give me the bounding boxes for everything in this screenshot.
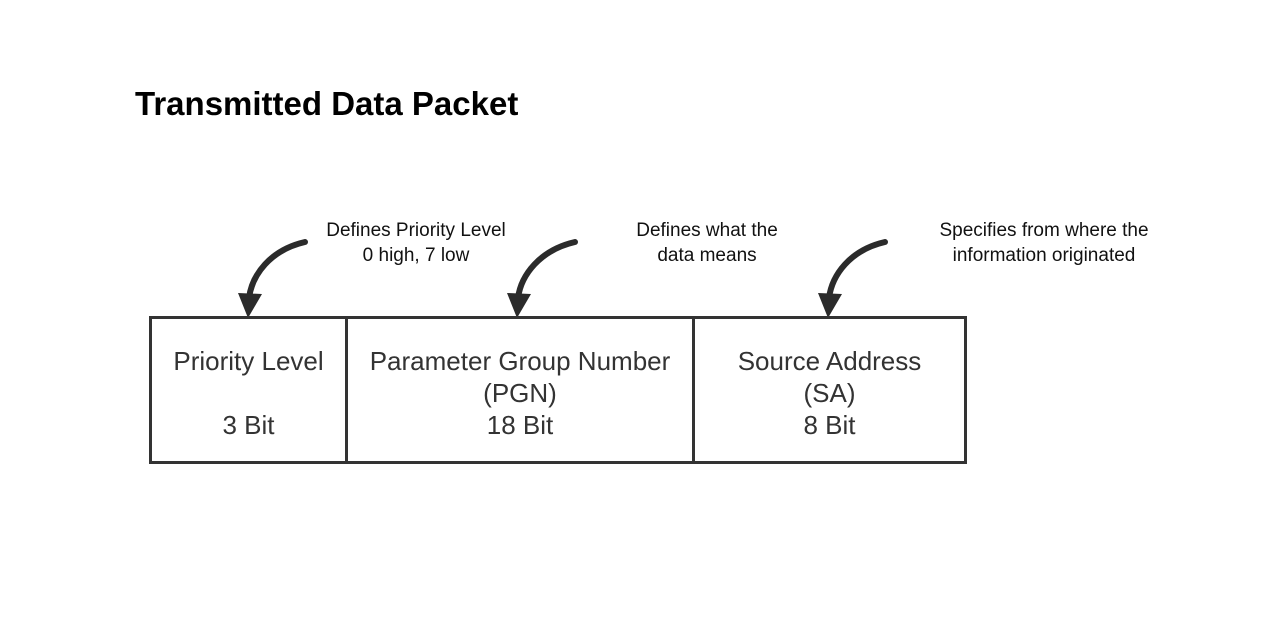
field-pgn-name: Parameter Group Number xyxy=(369,346,671,376)
arrow-sa-head xyxy=(818,293,842,318)
field-pgn-abbr: (PGN) xyxy=(483,378,557,408)
annotation-priority: Defines Priority Level 0 high, 7 low xyxy=(300,218,532,268)
field-sa-bits: 8 Bit xyxy=(803,410,856,440)
field-priority-name: Priority Level xyxy=(173,346,324,376)
field-priority-bits: 3 Bit xyxy=(222,410,275,440)
annotation-pgn: Defines what the data means xyxy=(605,218,809,268)
arrow-priority-head xyxy=(238,293,262,318)
field-sa-name: Source Address xyxy=(737,346,922,376)
annotation-priority-line1: Defines Priority Level xyxy=(326,220,506,241)
annotation-priority-line2: 0 high, 7 low xyxy=(362,245,470,266)
arrow-priority xyxy=(238,239,308,318)
field-sa-abbr: (SA) xyxy=(803,378,856,408)
annotation-pgn-line2: data means xyxy=(657,245,757,266)
arrow-priority-curve xyxy=(246,239,308,301)
arrow-sa xyxy=(818,239,888,318)
annotation-sa-line1: Specifies from where the xyxy=(939,220,1149,241)
diagram-title: Transmitted Data Packet xyxy=(135,85,519,122)
arrow-sa-curve xyxy=(826,239,888,301)
field-pgn-bits: 18 Bit xyxy=(486,410,554,440)
field-source-address: Source Address (SA) 8 Bit xyxy=(692,319,964,461)
arrow-pgn-head xyxy=(507,293,531,318)
annotation-sa: Specifies from where the information ori… xyxy=(910,218,1178,268)
annotation-sa-line2: information originated xyxy=(952,245,1136,266)
data-packet: Priority Level 3 Bit Parameter Group Num… xyxy=(149,316,967,464)
field-priority-level: Priority Level 3 Bit xyxy=(152,319,345,461)
annotation-pgn-line1: Defines what the xyxy=(636,220,778,241)
field-pgn: Parameter Group Number (PGN) 18 Bit xyxy=(345,319,692,461)
